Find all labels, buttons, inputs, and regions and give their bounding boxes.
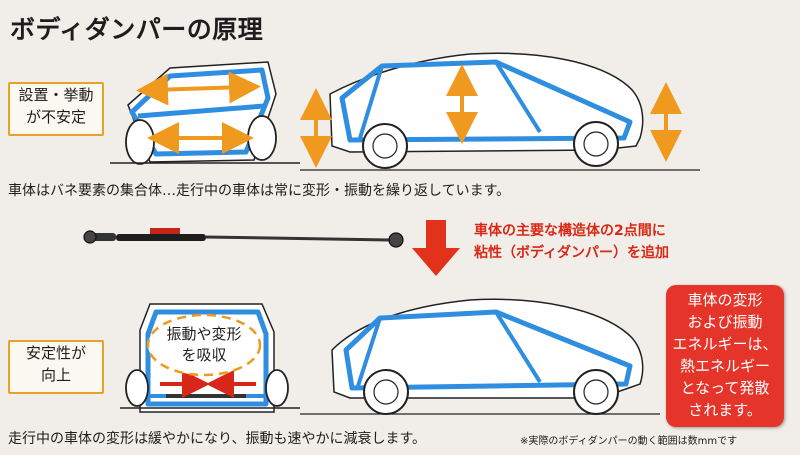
top-caption: 車体はバネ要素の集合体…走行中の車体は常に変形・振動を繰り返しています。	[8, 183, 511, 199]
absorb-cloud-text: 振動や変形 を吸収	[150, 324, 258, 366]
unstable-label: 設置・挙動 が不安定	[8, 82, 104, 136]
energy-box-line-3: エネルギーは、	[672, 335, 778, 353]
damper-explanation-line-1: 車体の主要な構造体の2点間に	[474, 223, 666, 239]
unstable-label-line-1: 設置・挙動	[18, 86, 94, 104]
footnote: ※実際のボディダンパーの動く範囲は数mmです	[520, 436, 738, 447]
energy-box-line-6: されます。	[688, 401, 762, 419]
down-arrow-icon	[412, 220, 460, 276]
energy-box-line-5: となって発散	[680, 379, 770, 397]
bottom-caption: 走行中の車体の変形は緩やかになり、振動も速やかに減衰します。	[8, 431, 427, 447]
absorb-cloud-line-1: 振動や変形	[166, 325, 242, 343]
page-title: ボディダンパーの原理	[10, 15, 264, 44]
body-damper-image	[83, 228, 404, 248]
side-view-stable	[300, 298, 660, 415]
energy-dissipation-box: 車体の変形 および振動 エネルギーは、 熱エネルギー となって発散 されます。	[666, 285, 784, 427]
stability-label-line-2: 向上	[40, 366, 71, 384]
absorb-cloud-line-2: を吸収	[181, 346, 227, 364]
unstable-label-line-2: が不安定	[25, 108, 86, 126]
energy-box-line-4: 熱エネルギー	[679, 357, 770, 375]
stability-label: 安定性が 向上	[8, 340, 104, 394]
damper-explanation-line-2: 粘性（ボディダンパー）を追加	[474, 245, 670, 261]
side-view-deformed	[300, 52, 700, 171]
energy-box-line-1: 車体の変形	[687, 291, 763, 309]
damper-explanation: 車体の主要な構造体の2点間に 粘性（ボディダンパー）を追加	[474, 220, 669, 264]
rear-view-stable	[120, 303, 300, 413]
stability-label-line-1: 安定性が	[25, 344, 86, 362]
energy-box-line-2: および振動	[687, 313, 763, 331]
rear-view-deformed	[110, 61, 300, 165]
